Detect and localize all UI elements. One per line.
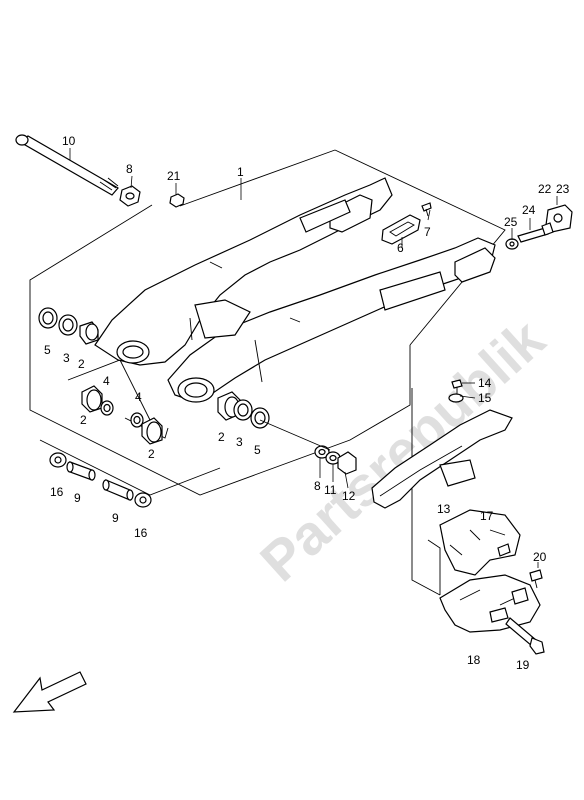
- callout-9-upper: 9: [74, 491, 81, 505]
- right-seal: [250, 407, 270, 429]
- plate-screw: [421, 202, 432, 217]
- callout-13: 13: [437, 502, 451, 516]
- callout-5-right: 5: [254, 443, 261, 457]
- collar-pipe-upper: [66, 461, 96, 481]
- pivot-nut: [119, 185, 141, 207]
- group-outline: [29, 149, 506, 596]
- collar-washer-upper: [49, 452, 67, 468]
- left-seal: [38, 307, 58, 329]
- callout-20: 20: [533, 550, 547, 564]
- inner-washer-right: [130, 412, 144, 428]
- callout-16-upper: 16: [50, 485, 64, 499]
- callout-2-right: 2: [218, 430, 225, 444]
- callout-15: 15: [478, 391, 492, 405]
- front-direction-arrow-icon: [12, 671, 87, 713]
- guide-screw: [529, 569, 543, 589]
- right-spacer-ring: [233, 399, 253, 421]
- callout-2-left: 2: [78, 357, 85, 371]
- callout-1: 1: [237, 165, 244, 179]
- chain-slider: [371, 409, 513, 509]
- swingarm-body: [94, 177, 496, 403]
- inner-washer-left: [100, 400, 114, 416]
- lower-collar: [337, 451, 357, 475]
- callout-2-mid: 2: [148, 447, 155, 461]
- callout-17: 17: [480, 509, 494, 523]
- slider-washer: [448, 393, 464, 403]
- callout-7: 7: [424, 225, 431, 239]
- callout-4-right: 4: [135, 390, 142, 404]
- callout-8-upper: 8: [126, 162, 133, 176]
- callout-2-inner: 2: [80, 413, 87, 427]
- callout-11: 11: [324, 483, 337, 497]
- guide-bolt: [505, 617, 545, 655]
- left-needle-bearing: [79, 321, 99, 345]
- inner-bearing-right: [141, 417, 163, 445]
- leader-lines: [69, 148, 558, 568]
- callout-25: 25: [504, 215, 518, 229]
- slider-screw: [451, 379, 463, 395]
- callout-9-lower: 9: [112, 511, 119, 525]
- callout-24: 24: [522, 203, 536, 217]
- collar-washer-lower: [134, 492, 152, 508]
- lower-washer: [314, 445, 330, 459]
- collar-pipe-lower: [102, 479, 134, 501]
- callout-3-right: 3: [236, 435, 243, 449]
- chain-guide-plate: [381, 214, 421, 245]
- pivot-bolt: [15, 134, 119, 196]
- callout-14: 14: [478, 376, 492, 390]
- callout-8-lower: 8: [314, 479, 321, 493]
- left-spacer-ring: [58, 314, 78, 336]
- callout-16-lower: 16: [134, 526, 148, 540]
- callout-21: 21: [167, 169, 181, 183]
- callout-labels: 1 10 8 21 6 7 22 23 24 25 5 3 2 4 2 4 2 …: [44, 134, 570, 672]
- callout-12: 12: [342, 489, 356, 503]
- adjuster-washer: [505, 238, 519, 250]
- chain-guide-upper: [439, 509, 521, 576]
- callout-22: 22: [538, 182, 552, 196]
- inner-bearing-left: [81, 385, 103, 413]
- callout-10: 10: [62, 134, 76, 148]
- callout-5-left: 5: [44, 343, 51, 357]
- callout-19: 19: [516, 658, 530, 672]
- callout-6: 6: [397, 241, 404, 255]
- small-nut: [169, 193, 185, 208]
- callout-18: 18: [467, 653, 481, 667]
- adjuster-bolt: [517, 222, 554, 243]
- callout-3-left: 3: [63, 351, 70, 365]
- chain-guide-lower: [439, 574, 541, 633]
- callout-23: 23: [556, 182, 570, 196]
- callout-4-left: 4: [103, 374, 110, 388]
